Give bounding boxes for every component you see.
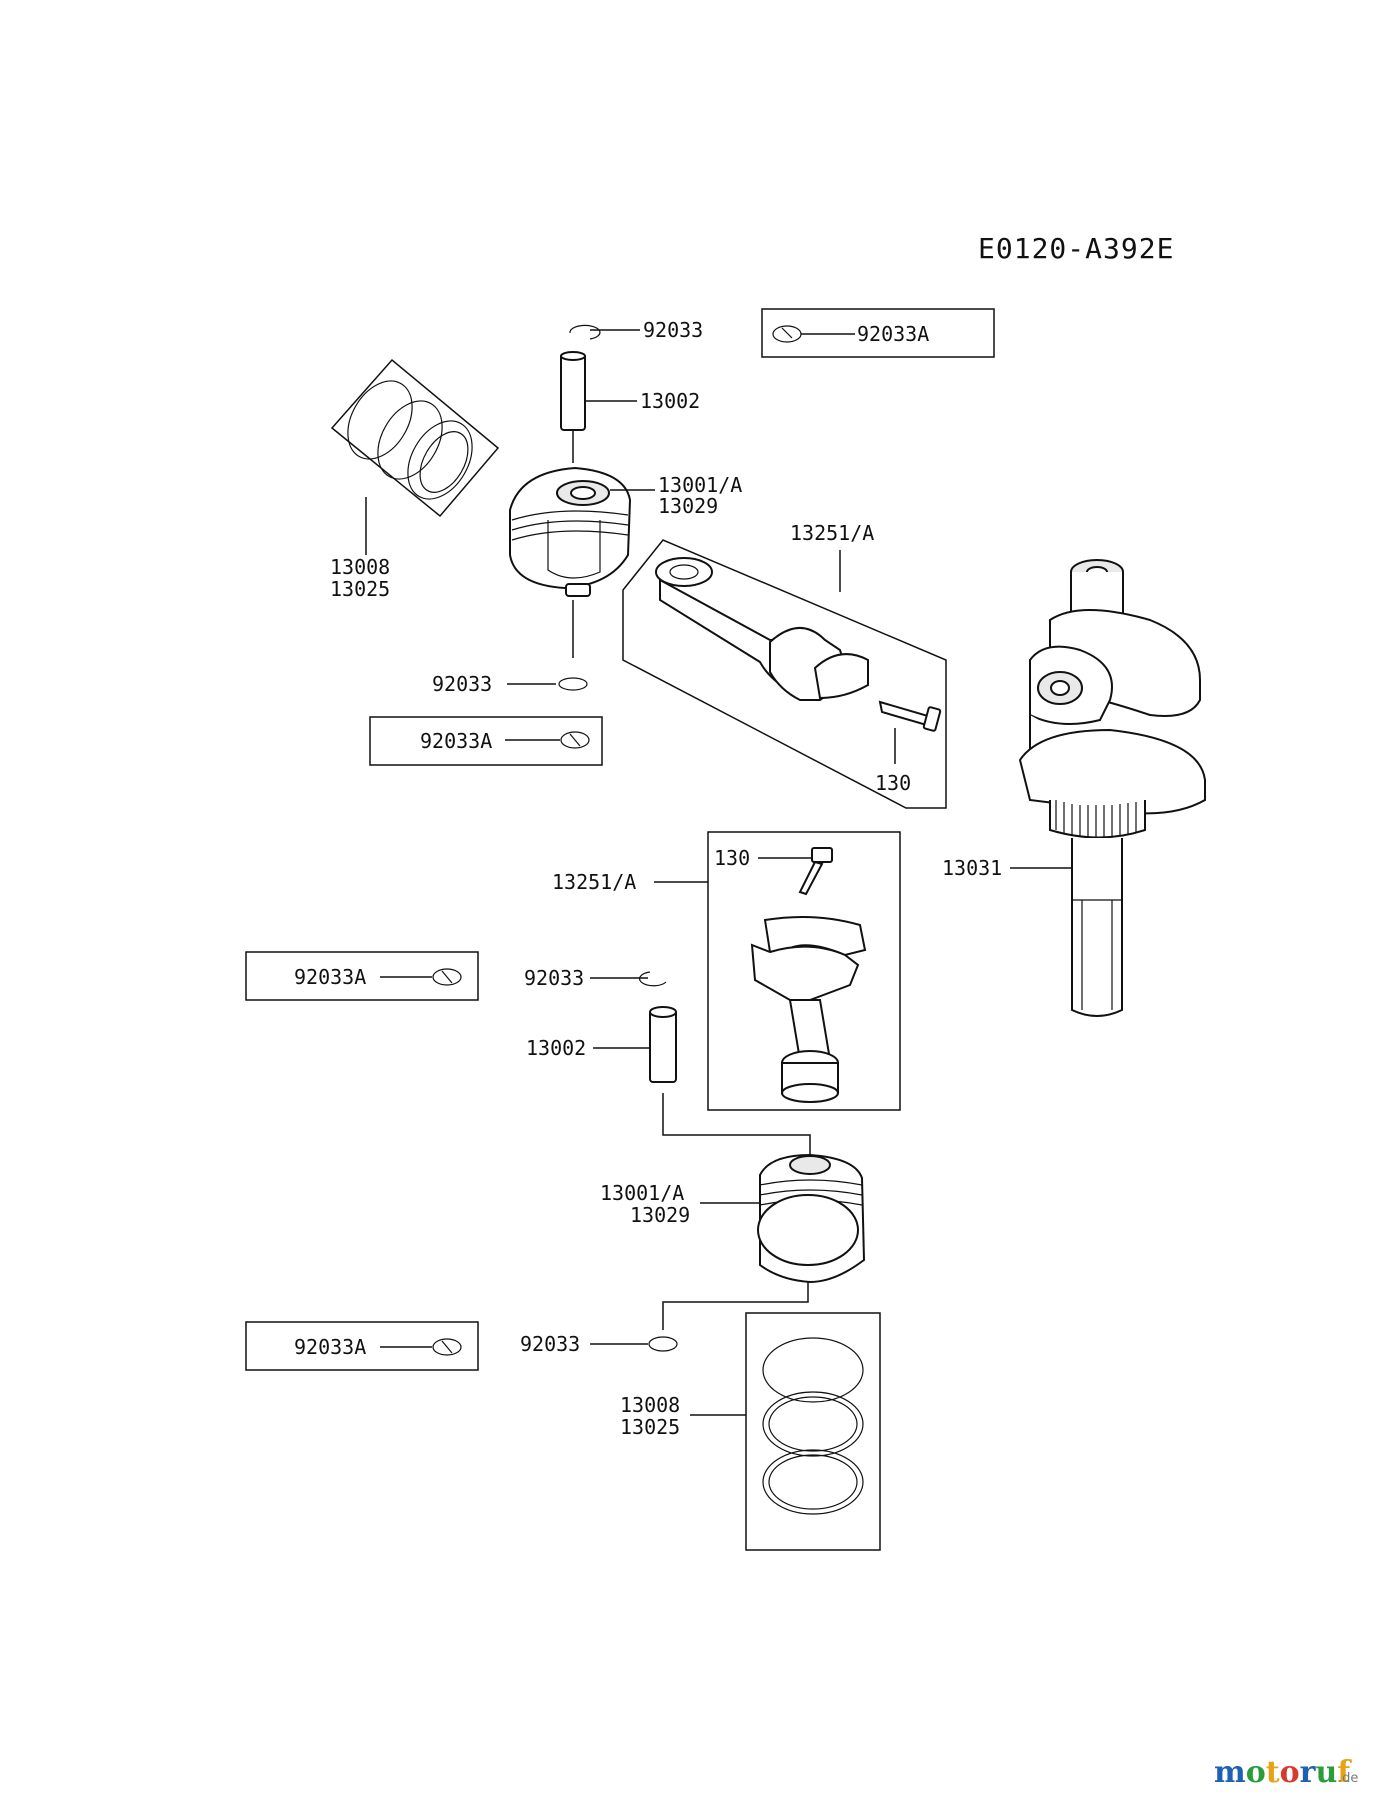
motoruf-watermark-logo: motoruf .de bbox=[1214, 1755, 1358, 1790]
label-top-bottom-circlip-alt: 92033A bbox=[420, 729, 492, 753]
crankshaft-part bbox=[1018, 559, 1206, 1017]
watermark-letter: t bbox=[1266, 1755, 1280, 1790]
label-top-piston-b: 13029 bbox=[658, 494, 718, 518]
top-connecting-rod-part bbox=[655, 557, 869, 701]
watermark-letter: u bbox=[1315, 1755, 1337, 1790]
top-circlip-alt-part bbox=[772, 325, 802, 343]
label-top-bolt: 130 bbox=[875, 771, 911, 795]
label-top-circlip-alt: 92033A bbox=[857, 322, 929, 346]
top-circlip-alt-box bbox=[761, 308, 995, 358]
label-bottom-bolt: 130 bbox=[714, 846, 750, 870]
label-bottom-circlip-alt-2: 92033A bbox=[294, 1335, 366, 1359]
watermark-letter: o bbox=[1280, 1755, 1300, 1790]
bottom-piston-pin-part bbox=[649, 1006, 677, 1083]
top-piston-part bbox=[509, 466, 632, 597]
bottom-rings-box bbox=[745, 1312, 881, 1551]
top-rings-box bbox=[330, 358, 500, 518]
bottom-connecting-rod-part bbox=[750, 915, 867, 1103]
label-bottom-rod: 13251/A bbox=[552, 870, 636, 894]
label-top-bottom-circlip: 92033 bbox=[432, 672, 492, 696]
bottom-circlip-alt-box-1 bbox=[245, 951, 479, 1001]
label-top-pin: 13002 bbox=[640, 389, 700, 413]
label-top-rings-a: 13008 bbox=[330, 555, 390, 579]
bottom-rings-part bbox=[762, 1337, 864, 1515]
watermark-letter: f bbox=[1337, 1755, 1352, 1790]
bottom-rod-box bbox=[707, 831, 901, 1111]
diagram-code: E0120-A392E bbox=[978, 232, 1174, 265]
top-rings-part bbox=[347, 380, 473, 500]
top-rod-box bbox=[622, 539, 947, 809]
top-bottom-circlip-alt-part bbox=[560, 731, 590, 749]
watermark-letter: m bbox=[1214, 1755, 1246, 1790]
label-bottom-rings-a: 13008 bbox=[620, 1393, 680, 1417]
bottom-circlip-part-2 bbox=[648, 1336, 678, 1352]
label-bottom-piston-a: 13001/A bbox=[600, 1181, 684, 1205]
bottom-rod-bolt-part bbox=[798, 847, 833, 896]
bottom-circlip-alt-part-1 bbox=[432, 968, 462, 986]
label-bottom-piston-b: 13029 bbox=[630, 1203, 690, 1227]
label-bottom-circlip-alt-1: 92033A bbox=[294, 965, 366, 989]
top-piston-pin-part bbox=[560, 351, 586, 431]
top-circlip-part bbox=[569, 324, 601, 340]
top-rod-bolt-part bbox=[878, 700, 942, 732]
bottom-circlip-alt-part-2 bbox=[432, 1338, 462, 1356]
svg-text:motoruf: motoruf bbox=[1214, 1755, 1352, 1790]
label-bottom-pin: 13002 bbox=[526, 1036, 586, 1060]
label-bottom-circlip-1: 92033 bbox=[524, 966, 584, 990]
bottom-circlip-part-1 bbox=[638, 971, 667, 987]
watermark-suffix: .de bbox=[1338, 1771, 1358, 1786]
watermark-letter: o bbox=[1246, 1755, 1266, 1790]
label-top-piston-a: 13001/A bbox=[658, 473, 742, 497]
top-bottom-circlip-alt-box bbox=[369, 716, 603, 766]
label-bottom-circlip-2: 92033 bbox=[520, 1332, 580, 1356]
top-bottom-circlip-part bbox=[558, 677, 588, 691]
label-bottom-rings-b: 13025 bbox=[620, 1415, 680, 1439]
label-top-circlip: 92033 bbox=[643, 318, 703, 342]
bottom-circlip-alt-box-2 bbox=[245, 1321, 479, 1371]
watermark-letter: r bbox=[1300, 1755, 1317, 1790]
label-crankshaft: 13031 bbox=[942, 856, 1002, 880]
label-top-rings-b: 13025 bbox=[330, 577, 390, 601]
bottom-piston-part bbox=[757, 1153, 866, 1284]
label-top-rod: 13251/A bbox=[790, 521, 874, 545]
